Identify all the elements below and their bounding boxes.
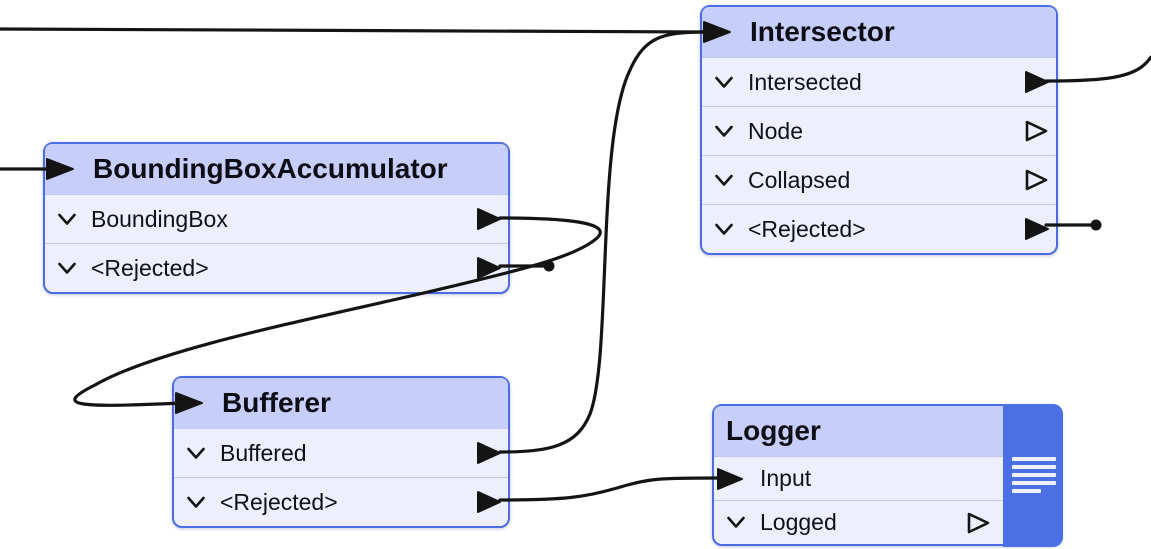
edge-endpoint-dot[interactable]: [1090, 219, 1102, 231]
port-row[interactable]: <Rejected>: [702, 204, 1056, 253]
chevron-down-icon[interactable]: [186, 447, 206, 460]
port-label: Intersected: [748, 68, 862, 95]
output-port-connected-icon[interactable]: [476, 207, 502, 231]
chevron-down-icon[interactable]: [714, 223, 734, 236]
input-port-icon[interactable]: [45, 157, 77, 181]
output-port-connected-icon[interactable]: [476, 256, 502, 280]
port-label: BoundingBox: [91, 205, 228, 232]
node-title: Intersector: [750, 16, 895, 47]
input-port-icon[interactable]: [702, 20, 734, 44]
edge-intersected-out-to-offscreen-right[interactable]: [1044, 55, 1151, 83]
port-label: <Rejected>: [220, 488, 338, 515]
chevron-down-icon[interactable]: [186, 496, 206, 509]
port-label: <Rejected>: [748, 215, 866, 242]
chevron-down-icon[interactable]: [57, 262, 77, 275]
port-row[interactable]: BoundingBox: [45, 194, 508, 243]
port-row[interactable]: Buffered: [174, 428, 508, 477]
port-row[interactable]: Intersected: [702, 57, 1056, 106]
edge-endpoint-dot[interactable]: [543, 260, 555, 272]
edge-bufferer-rejected-to-logger-input[interactable]: [498, 476, 720, 502]
chevron-down-icon[interactable]: [726, 516, 746, 529]
port-row[interactable]: Collapsed: [702, 155, 1056, 204]
output-port-open-icon[interactable]: [966, 511, 992, 535]
port-label: Node: [748, 117, 803, 144]
chevron-down-icon[interactable]: [714, 125, 734, 138]
port-row[interactable]: Node: [702, 106, 1056, 155]
edge-offscreen-left-to-intersector-input[interactable]: [0, 27, 708, 34]
edge-buffered-out-to-intersector-input[interactable]: [498, 30, 708, 454]
log-lines-icon: [1011, 457, 1056, 493]
output-port-connected-icon[interactable]: [1024, 217, 1050, 241]
node-title: Bufferer: [222, 387, 331, 418]
output-port-open-icon[interactable]: [1024, 168, 1050, 192]
node-boundingboxaccumulator[interactable]: BoundingBoxAccumulator BoundingBox <Reje…: [43, 142, 510, 294]
input-port-icon[interactable]: [174, 391, 206, 415]
port-label: <Rejected>: [91, 254, 209, 281]
chevron-down-icon[interactable]: [57, 213, 77, 226]
node-bufferer-header[interactable]: Bufferer: [174, 378, 508, 428]
port-label: Collapsed: [748, 166, 851, 193]
output-port-connected-icon[interactable]: [1024, 70, 1050, 94]
output-port-connected-icon[interactable]: [476, 490, 502, 514]
node-bufferer[interactable]: Bufferer Buffered <Rejected>: [172, 376, 510, 528]
output-port-connected-icon[interactable]: [476, 441, 502, 465]
node-intersector[interactable]: Intersector Intersected Node Collapsed <…: [700, 5, 1058, 255]
node-logger[interactable]: Logger Input Logged: [712, 403, 1063, 547]
node-logger-header[interactable]: Logger: [714, 406, 1060, 456]
chevron-down-icon[interactable]: [714, 174, 734, 187]
port-label: Input: [760, 465, 812, 491]
input-port-icon[interactable]: [716, 467, 746, 491]
port-label: Logged: [760, 509, 837, 535]
node-intersector-header[interactable]: Intersector: [702, 7, 1056, 57]
port-label: Buffered: [220, 439, 307, 466]
port-row[interactable]: Logged: [714, 500, 1060, 544]
node-title: Logger: [726, 415, 821, 446]
node-title: BoundingBoxAccumulator: [93, 153, 448, 184]
port-row[interactable]: <Rejected>: [174, 477, 508, 526]
port-row[interactable]: <Rejected>: [45, 243, 508, 292]
node-boundingboxaccumulator-header[interactable]: BoundingBoxAccumulator: [45, 144, 508, 194]
port-row[interactable]: Input: [714, 456, 1060, 500]
chevron-down-icon[interactable]: [714, 76, 734, 89]
output-port-open-icon[interactable]: [1024, 119, 1050, 143]
logger-side-panel: [1002, 403, 1063, 547]
